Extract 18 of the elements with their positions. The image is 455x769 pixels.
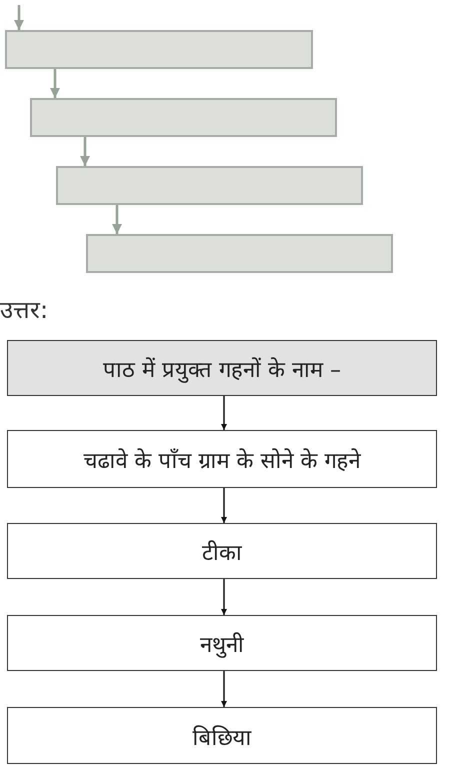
text-box: चढावे के पाँच ग्राम के सोने के गहने bbox=[7, 430, 437, 488]
text-box: पाठ में प्रयुक्त गहनों के नाम – bbox=[7, 340, 437, 396]
empty-box bbox=[86, 234, 393, 273]
arrow bbox=[221, 579, 227, 615]
empty-box bbox=[5, 30, 313, 69]
arrow bbox=[221, 396, 227, 430]
text-box: नथुनी bbox=[7, 615, 437, 671]
text-box: बिछिया bbox=[7, 707, 437, 764]
arrow bbox=[50, 69, 60, 98]
empty-box bbox=[56, 166, 363, 205]
empty-box bbox=[30, 98, 337, 137]
answer-label: उत्तर: bbox=[0, 295, 48, 325]
arrow bbox=[221, 488, 227, 523]
arrow bbox=[80, 137, 90, 166]
text-box: टीका bbox=[7, 523, 437, 579]
arrow bbox=[14, 5, 24, 30]
arrow bbox=[221, 671, 227, 707]
arrow bbox=[112, 205, 122, 234]
